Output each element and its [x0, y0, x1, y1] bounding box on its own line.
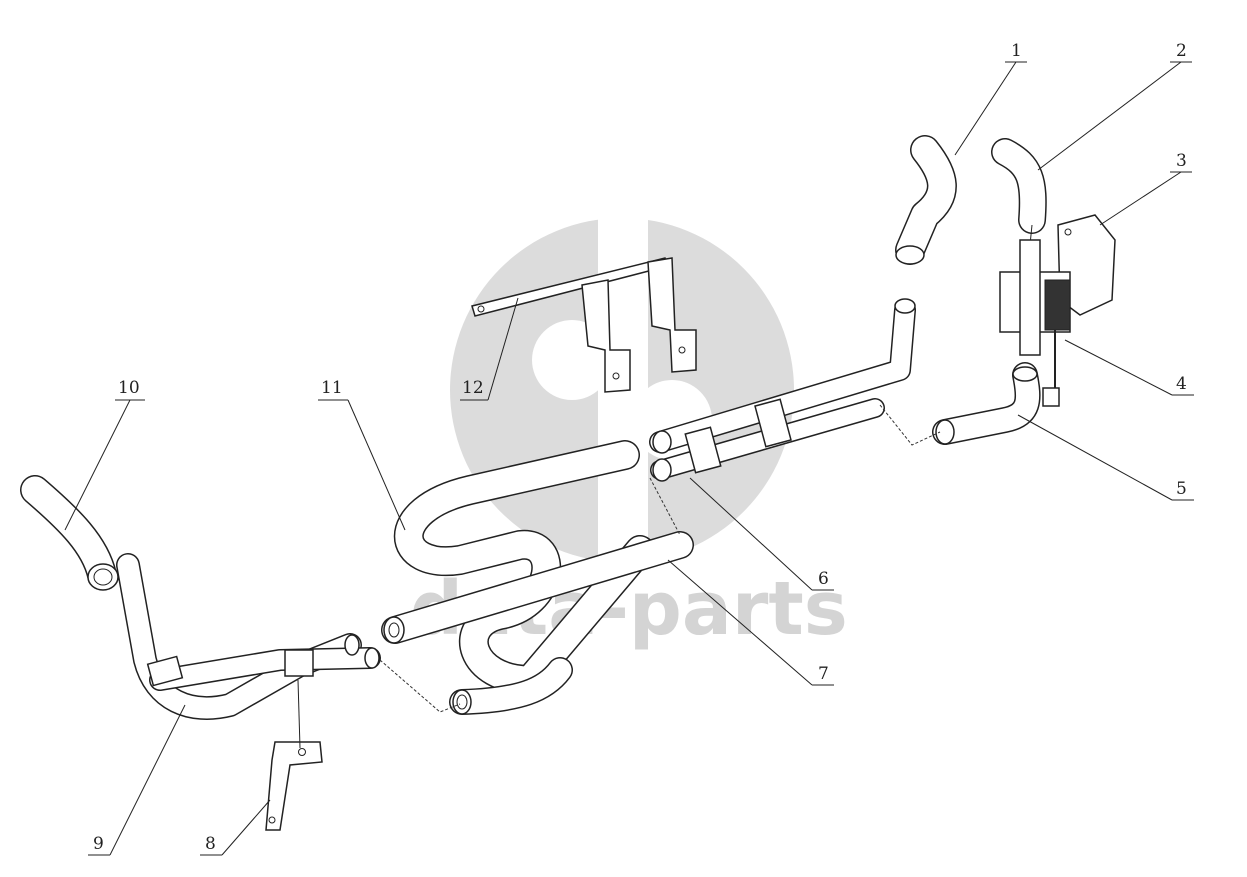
svg-text:1: 1: [1011, 41, 1022, 61]
svg-text:3: 3: [1176, 151, 1187, 171]
callout-9: 9: [88, 704, 186, 856]
svg-text:10: 10: [118, 378, 140, 398]
callout-1: 1: [954, 41, 1027, 156]
callout-6: 6: [689, 477, 834, 591]
callout-4: 4: [1064, 339, 1194, 396]
connection-lines: [379, 404, 941, 713]
svg-text:9: 9: [93, 834, 104, 854]
callouts: 1 2 3 4 5 6 7: [64, 41, 1194, 856]
svg-text:11: 11: [321, 378, 343, 398]
part-6-7-tubes: [649, 298, 916, 482]
svg-text:2: 2: [1176, 41, 1187, 61]
callout-5: 5: [1017, 414, 1194, 501]
part-2-hose: [991, 138, 1047, 246]
part-4-valve: [999, 239, 1071, 407]
svg-text:6: 6: [818, 569, 829, 589]
part-8-bracket: [265, 679, 323, 831]
part-10-hose: [20, 475, 119, 591]
part-9-pipe-assembly: [116, 553, 381, 720]
callout-7: 7: [667, 559, 834, 686]
part-12-bracket: [471, 257, 697, 393]
svg-text:4: 4: [1176, 374, 1187, 394]
callout-2: 2: [1037, 41, 1192, 171]
part-11-s-hose: [381, 440, 694, 715]
callout-8: 8: [200, 799, 271, 856]
svg-text:8: 8: [205, 834, 216, 854]
svg-text:12: 12: [462, 378, 484, 398]
part-1-hose: [895, 135, 957, 265]
part-5-hose: [932, 362, 1041, 445]
hose-parts: [20, 135, 1116, 831]
callout-3: 3: [1099, 151, 1192, 226]
callout-10: 10: [64, 378, 145, 531]
svg-text:5: 5: [1176, 479, 1187, 499]
callout-12: 12: [460, 297, 519, 401]
callout-11: 11: [318, 378, 406, 531]
svg-text:7: 7: [818, 664, 829, 684]
